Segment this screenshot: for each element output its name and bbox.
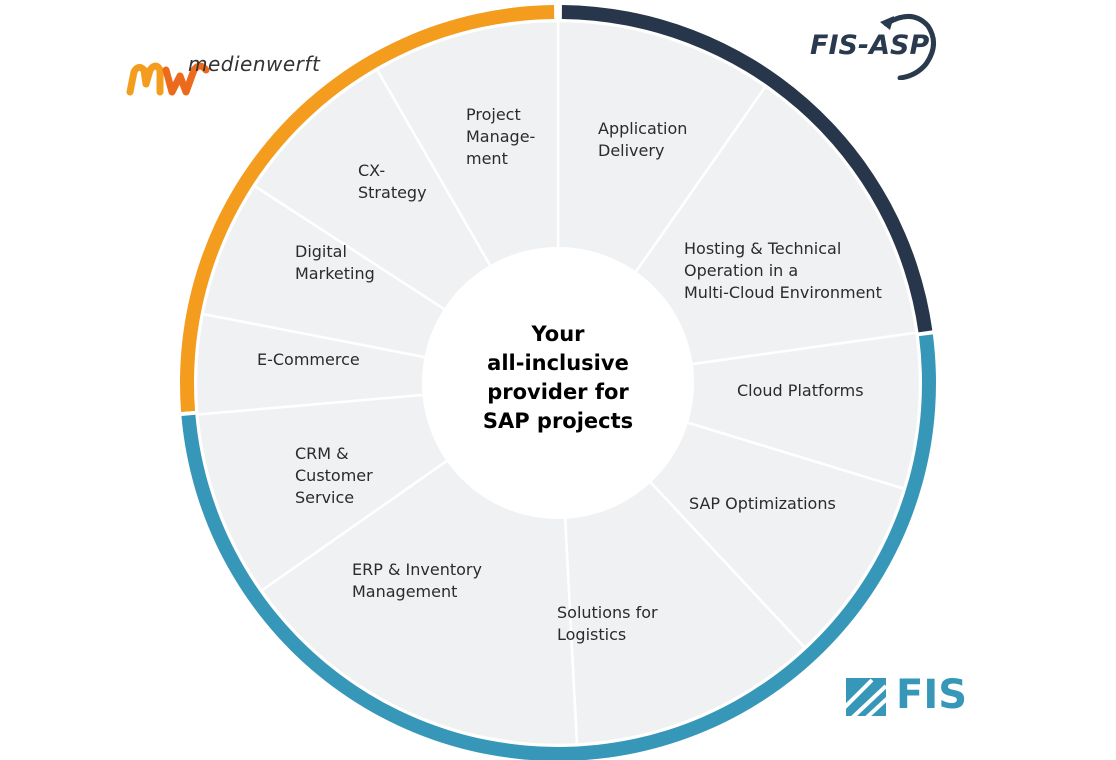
ring-arc-fis-asp	[561, 5, 933, 333]
fis-asp-wordmark: FIS-ASP	[810, 30, 930, 61]
center-circle	[422, 247, 694, 519]
segment-cloud-platforms-label: Cloud Platforms	[737, 381, 864, 400]
center-title: Your all-inclusive provider for SAP proj…	[482, 322, 634, 433]
segment-ecommerce-label: E-Commerce	[257, 350, 360, 369]
segment-cx-strategy-label: CX-Strategy	[358, 161, 427, 202]
fis-asp-logo: FIS-ASP	[800, 8, 950, 80]
fis-logo: FIS	[846, 672, 976, 724]
fis-mark-icon	[846, 678, 890, 718]
segment-sap-optimizations-label: SAP Optimizations	[689, 494, 836, 513]
fis-wordmark: FIS	[896, 672, 968, 718]
medienwerft-logo: medienwerft	[126, 52, 320, 102]
ring-arcs	[180, 5, 936, 760]
medienwerft-mark-icon	[126, 62, 210, 96]
medienwerft-wordmark: medienwerft	[188, 52, 321, 76]
fis-asp-swoosh-icon	[880, 14, 936, 80]
